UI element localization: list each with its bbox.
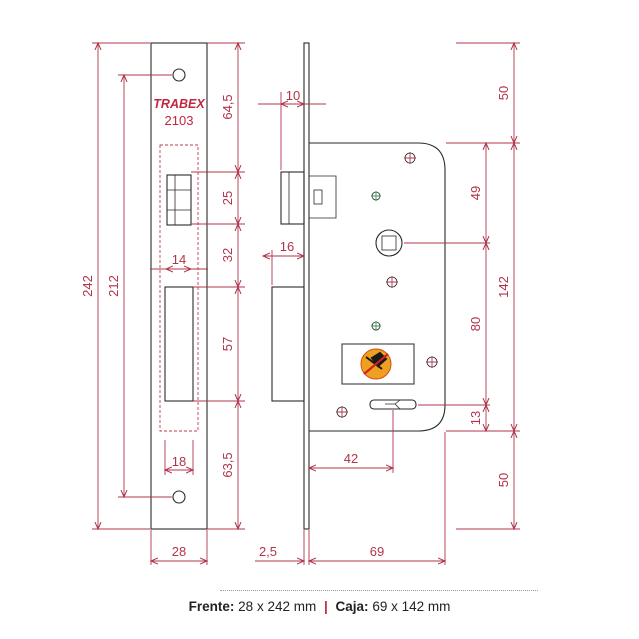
brand-name: TRABEX	[153, 97, 205, 111]
footer-specs: Frente: 28 x 242 mm | Caja: 69 x 142 mm	[0, 599, 639, 614]
dim-bottom-margin: 50	[496, 473, 511, 487]
front-plate	[150, 42, 208, 530]
case-label: Caja:	[335, 599, 369, 614]
dim-backset: 69	[370, 544, 384, 559]
dim-key-backset: 42	[344, 451, 358, 466]
top-screw-hole	[172, 68, 186, 82]
dim-latch-projection: 10	[286, 88, 300, 103]
side-dimensions: 10 16 2,5 69 42 50 142 50	[255, 43, 520, 565]
dim-front-width: 28	[172, 544, 186, 559]
dim-handle-to-key: 80	[468, 317, 483, 331]
handle-follower	[375, 229, 403, 257]
dim-case-height: 142	[496, 276, 511, 298]
key-hole	[369, 399, 417, 410]
dim-top-margin: 50	[496, 86, 511, 100]
brand-model: 2103	[165, 113, 194, 128]
front-value: 28 x 242 mm	[238, 599, 317, 614]
front-dimensions: 242 212 64,5 25 32 57 63,5 14 18	[80, 43, 245, 565]
dim-handle-offset: 49	[468, 186, 483, 200]
front-label: Frente:	[188, 599, 235, 614]
dim-bolt-height: 57	[220, 337, 235, 351]
dim-top-to-latch: 64,5	[220, 94, 235, 119]
hidden-case-outline	[159, 144, 199, 432]
latch-opening	[166, 174, 192, 226]
dim-latch-width: 14	[172, 252, 186, 267]
dim-bolt-width: 18	[172, 454, 186, 469]
lock-case	[309, 142, 446, 432]
bolt-opening	[164, 286, 194, 402]
dim-latch-height: 25	[220, 191, 235, 205]
dim-gap: 32	[220, 248, 235, 262]
front-plate-view: TRABEX 2103	[150, 42, 208, 530]
footer-divider	[220, 590, 538, 591]
dim-hole-spacing: 212	[106, 275, 121, 297]
no-drill-badge	[341, 343, 415, 385]
case-value: 69 x 142 mm	[372, 599, 451, 614]
footer-separator: |	[323, 599, 328, 614]
dim-bolt-projection: 16	[280, 239, 294, 254]
dim-front-thickness: 2,5	[259, 544, 277, 559]
dim-bottom-to-bolt: 63,5	[220, 452, 235, 477]
dim-key-to-bottom: 13	[468, 411, 483, 425]
dim-front-height: 242	[80, 275, 95, 297]
case-side-view	[271, 42, 446, 530]
bottom-screw-hole	[172, 490, 186, 504]
faceplate-edge	[303, 42, 310, 530]
case-screws	[336, 152, 438, 418]
latch-bolt	[280, 171, 305, 225]
dead-bolt	[271, 286, 305, 402]
